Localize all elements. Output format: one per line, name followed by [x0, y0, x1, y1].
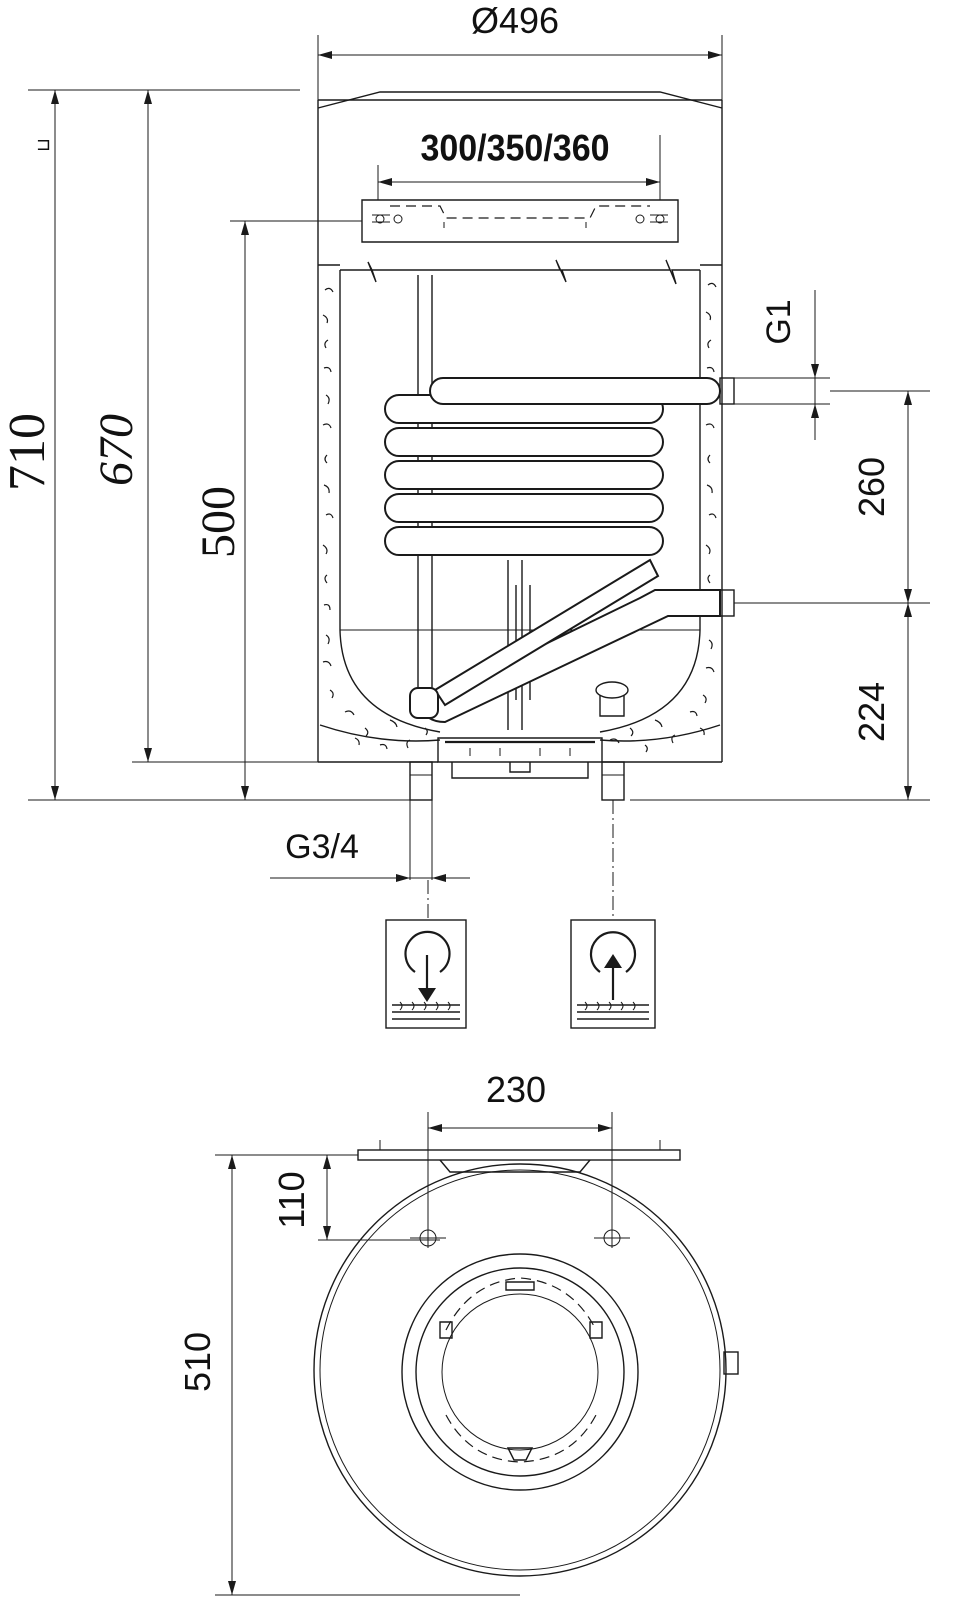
plan-depth-dimension: 510 — [177, 1155, 520, 1596]
coil-connection-dimension: G1 — [734, 290, 830, 440]
bracket-spacing-label: 300/350/360 — [420, 127, 609, 169]
heating-coil — [384, 377, 735, 724]
height-bracket-dimension: 500 — [192, 220, 362, 800]
plan-bracket-offset-label: 110 — [271, 1171, 312, 1228]
cold-water-inlet-icon — [385, 919, 467, 1029]
plan-tank-circles — [313, 1163, 739, 1577]
plan-bracket-offset-dimension: 110 — [215, 1154, 440, 1241]
flange-assembly — [437, 737, 603, 779]
water-connection-dimension: G3/4 — [270, 800, 470, 882]
diameter-label: Ø496 — [471, 0, 559, 41]
height-total-dimension: 710 ⊐ — [0, 89, 300, 800]
water-connection-label: G3/4 — [285, 828, 359, 866]
hot-water-outlet-icon — [570, 919, 656, 1029]
height-bracket-label: 500 — [192, 486, 245, 558]
plan-bracket-width-label: 230 — [486, 1069, 546, 1110]
plan-mounting-holes — [410, 1229, 630, 1247]
corner-mark: ⊐ — [36, 134, 51, 154]
coil-spacing-label: 260 — [851, 457, 892, 517]
plan-depth-label: 510 — [177, 1332, 218, 1392]
lower-coil-height-dimension: 224 — [851, 603, 912, 800]
plan-bracket-width-dimension: 230 — [427, 1069, 613, 1248]
connection-centerlines — [427, 800, 614, 920]
coil-spacing-dimension: 260 — [734, 390, 930, 604]
height-total-label: 710 — [0, 413, 56, 491]
plan-bracket — [357, 1140, 681, 1173]
lower-coil-height-label: 224 — [851, 682, 892, 742]
height-body-label: 670 — [90, 414, 143, 486]
bracket-spacing-dimension: 300/350/360 — [377, 127, 661, 200]
thermostat-knob — [595, 681, 629, 717]
mounting-bracket — [361, 199, 679, 243]
insulation-foam — [322, 282, 717, 753]
coil-connection-label: G1 — [760, 299, 798, 344]
height-body-dimension: 670 — [90, 90, 318, 763]
pipe-stubs — [409, 761, 625, 801]
diameter-dimension: Ø496 — [317, 0, 723, 100]
tank-body — [317, 91, 723, 763]
